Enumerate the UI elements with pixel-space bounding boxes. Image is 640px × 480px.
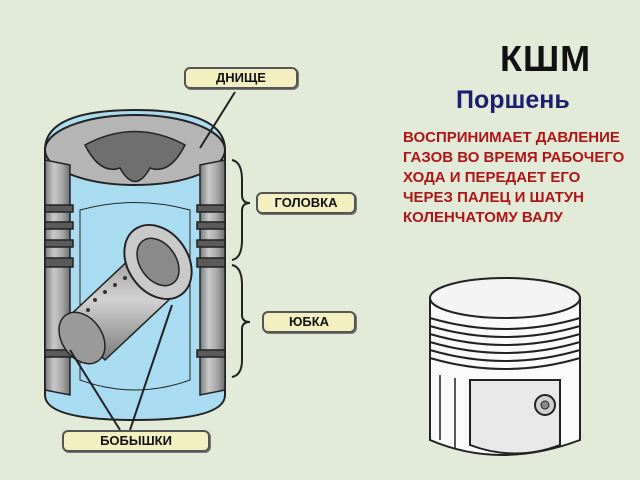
piston-body (44, 108, 226, 422)
piston-exterior (429, 277, 581, 456)
label-head: ГОЛОВКА (256, 192, 356, 214)
label-bosses: БОБЫШКИ (62, 430, 210, 452)
description: ВОСПРИНИМАЕТ ДАВЛЕНИЕ ГАЗОВ ВО ВРЕМЯ РАБ… (403, 129, 625, 226)
title: КШМ (500, 38, 592, 79)
label-skirt: ЮБКА (262, 311, 356, 333)
leader-lines (69, 91, 236, 431)
subtitle: Поршень (456, 86, 570, 114)
section-brackets (231, 159, 251, 378)
label-crown: ДНИЩЕ (184, 67, 298, 89)
